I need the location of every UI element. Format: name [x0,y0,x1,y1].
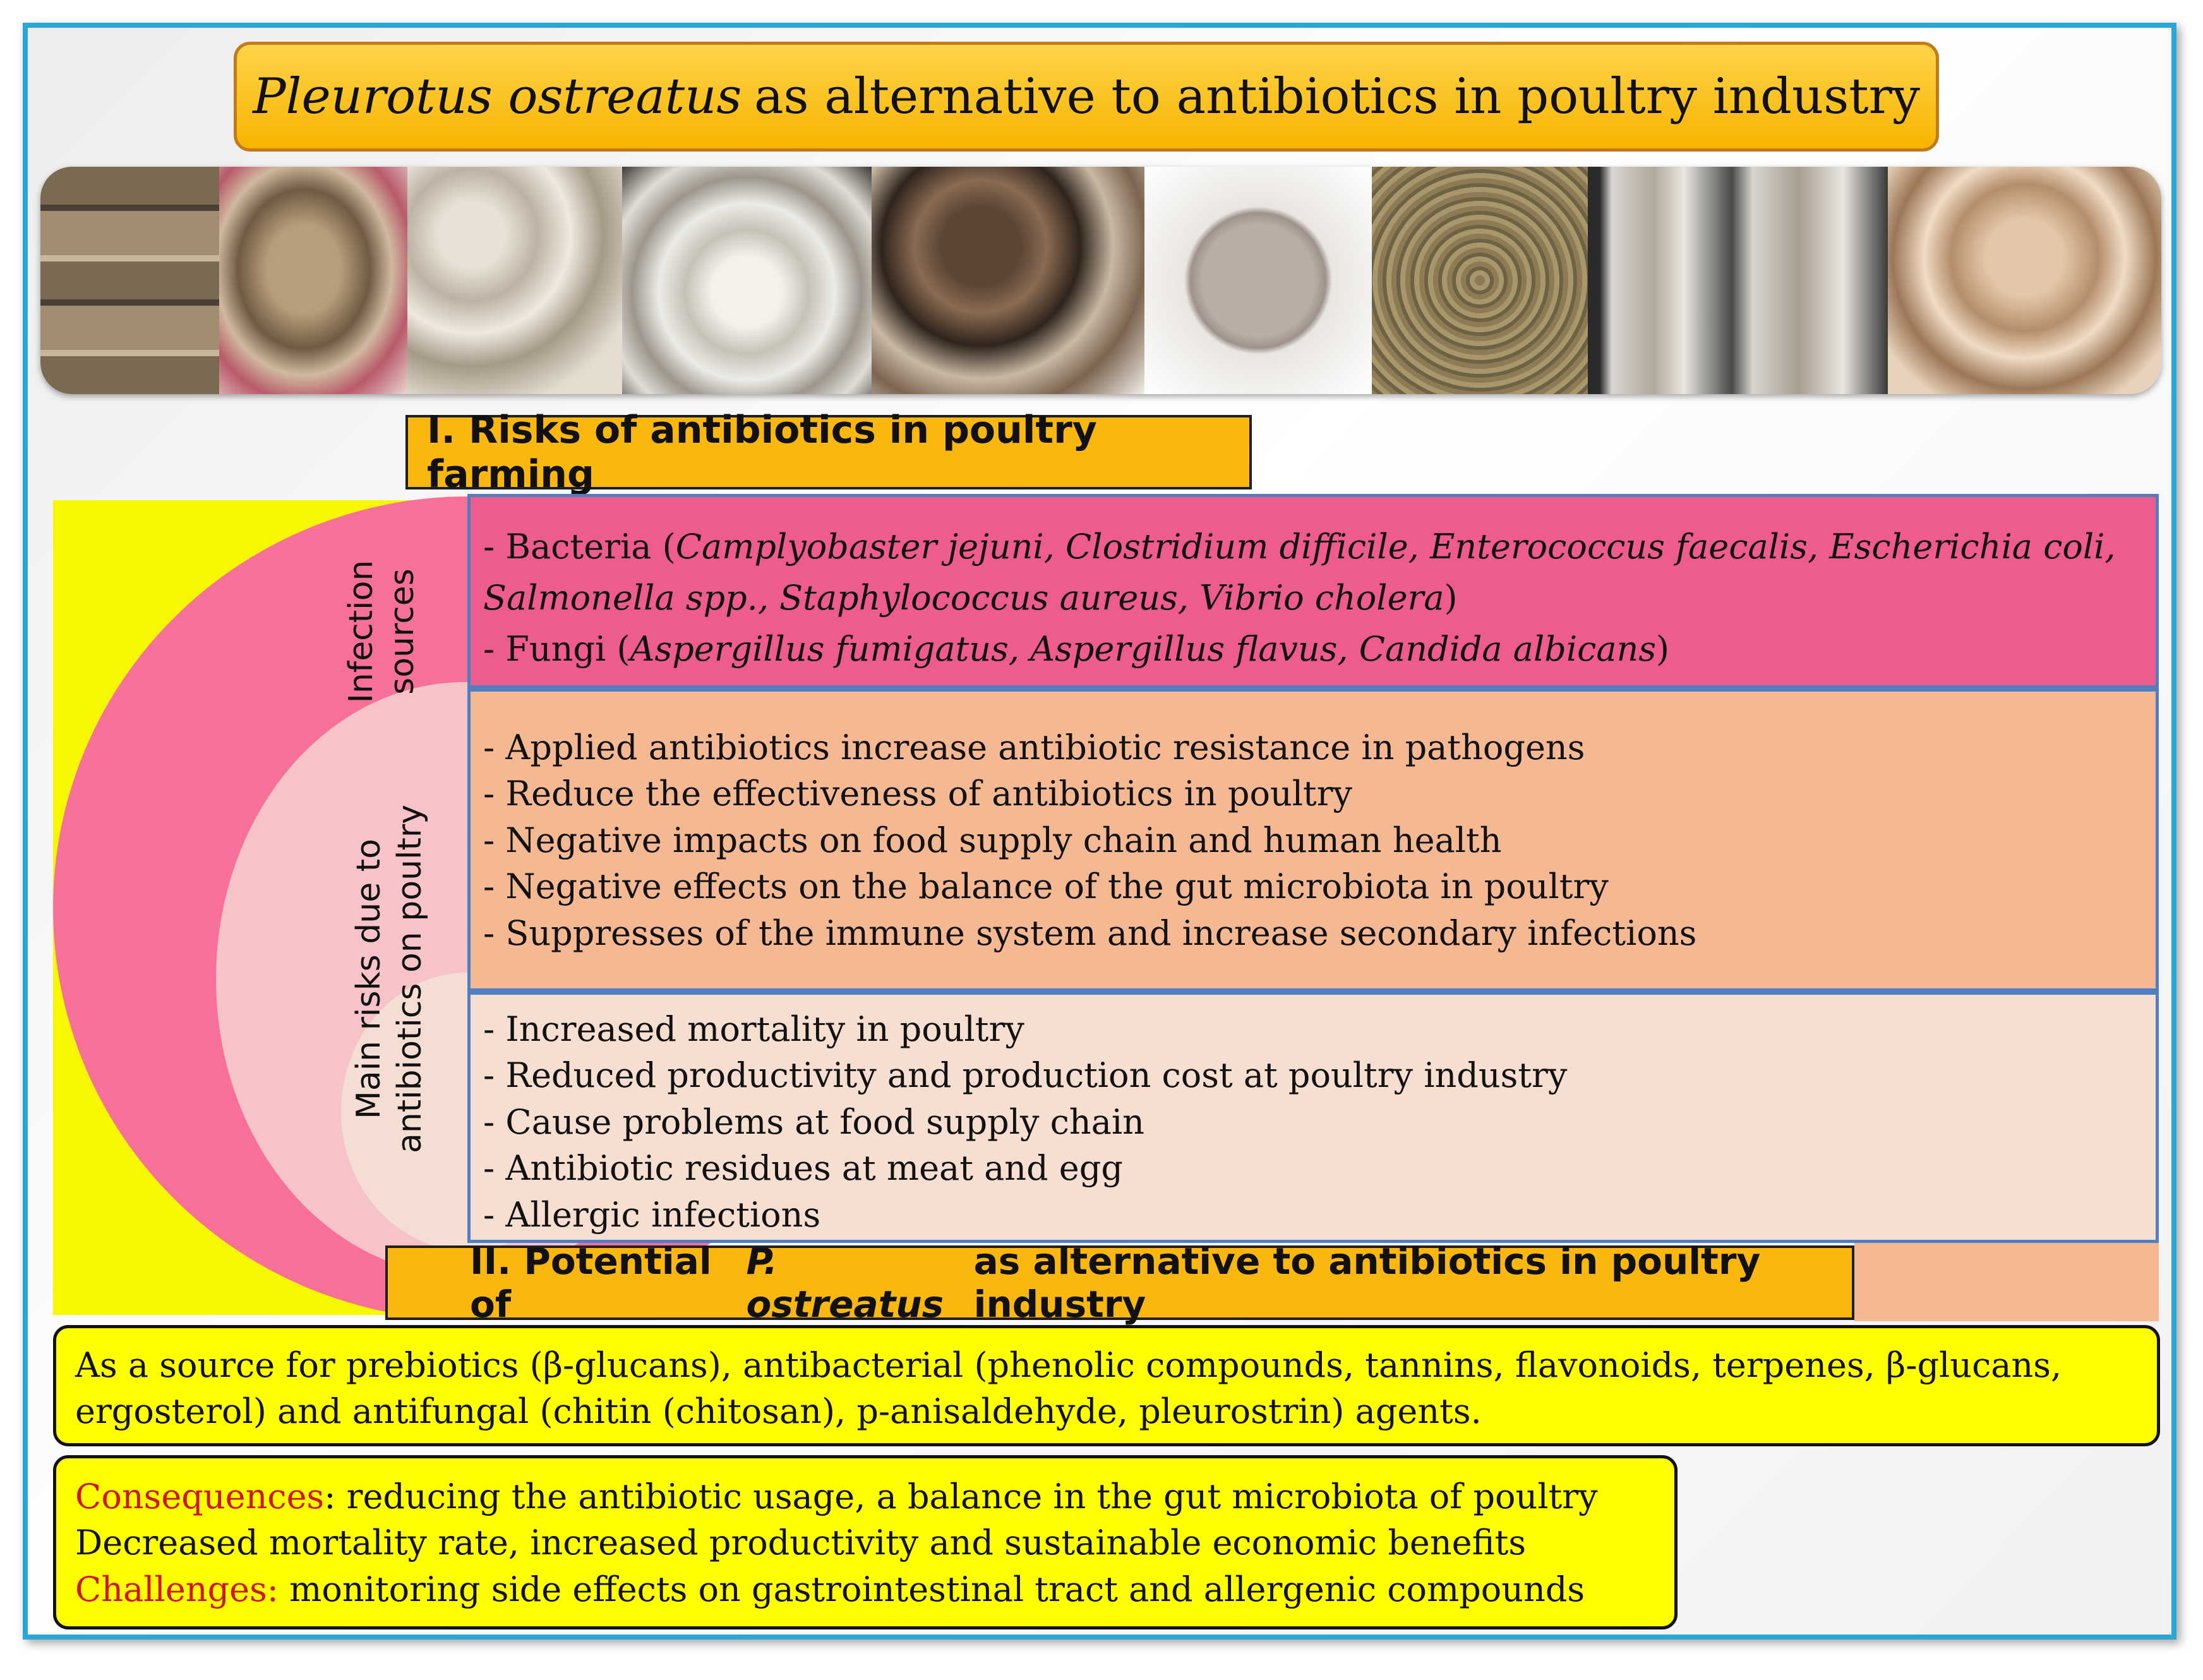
risk-item: - Reduced productivity and production co… [483,1055,1568,1096]
risk-item: - Applied antibiotics increase antibioti… [483,728,1585,767]
bacteria-line-2: Salmonella spp., Staphylococcus aureus, … [483,578,1458,618]
section-2-side-strip [1854,1243,2159,1321]
figure-title: Pleurotus ostreatus as alternative to an… [234,42,1939,152]
infection-sources-panel: - Bacteria (Camplyobaster jejuni, Clostr… [467,494,2159,688]
title-rest: as alternative to antibiotics in poultry… [753,68,1920,125]
benefits-line: Decreased mortality rate, increased prod… [75,1523,1527,1563]
risk-item: - Cause problems at food supply chain [483,1101,1144,1142]
fungi-line: - Fungi (Aspergillus fumigatus, Aspergil… [483,629,1670,669]
photo-strip [40,167,2161,394]
white-mushroom-cluster-photo [622,167,872,394]
infection-sources-label: Infection sources [342,560,421,704]
consequences-line: Consequences: reducing the antibiotic us… [75,1477,1598,1516]
fresh-mushroom-cluster-photo [407,167,622,394]
section-1-heading: I. Risks of antibiotics in poultry farmi… [405,408,1252,496]
dried-mushroom-pieces-photo [1372,167,1588,394]
outcomes-box: Consequences: reducing the antibiotic us… [53,1455,1678,1629]
risk-item: - Increased mortality in poultry [483,1009,1024,1049]
bacteria-line: - Bacteria (Camplyobaster jejuni, Clostr… [483,527,2116,567]
section-2-heading: II. Potential of P. ostreatus as alterna… [385,1240,1854,1326]
risk-item: - Negative impacts on food supply chain … [483,820,1502,860]
mushroom-jars-photo [1588,167,1888,394]
risk-item: - Allergic infections [483,1194,821,1235]
title-species: Pleurotus ostreatus [253,68,742,125]
risk-item: - Reduce the effectiveness of antibiotic… [483,774,1353,814]
mushroom-powder-dish-photo [1144,167,1372,394]
mushroom-growing-rack-photo [40,167,219,394]
risk-item: - Suppresses of the immune system and in… [483,913,1697,953]
risk-item: - Negative effects on the balance of the… [483,867,1609,907]
pathogen-risks-panel: - Applied antibiotics increase antibioti… [467,688,2159,992]
challenges-line: Challenges: monitoring side effects on g… [75,1569,1585,1609]
bioactive-sources-box: As a source for prebiotics (β-glucans), … [53,1325,2160,1446]
sources-line: ergosterol) and antifungal (chitin (chit… [75,1391,1482,1432]
dried-mushroom-slices-photo [1888,167,2161,394]
mushroom-on-substrate-photo [219,167,407,394]
challenges-label: Challenges: [75,1569,279,1609]
sources-line: As a source for prebiotics (β-glucans), … [75,1345,2062,1385]
brown-mushroom-cluster-photo [872,167,1144,394]
risk-item: - Antibiotic residues at meat and egg [483,1148,1123,1189]
consequences-label: Consequences [75,1477,325,1516]
main-risks-label: Main risks due to antibiotics on poultry [350,804,429,1154]
production-risks-panel: - Increased mortality in poultry - Reduc… [467,992,2159,1243]
